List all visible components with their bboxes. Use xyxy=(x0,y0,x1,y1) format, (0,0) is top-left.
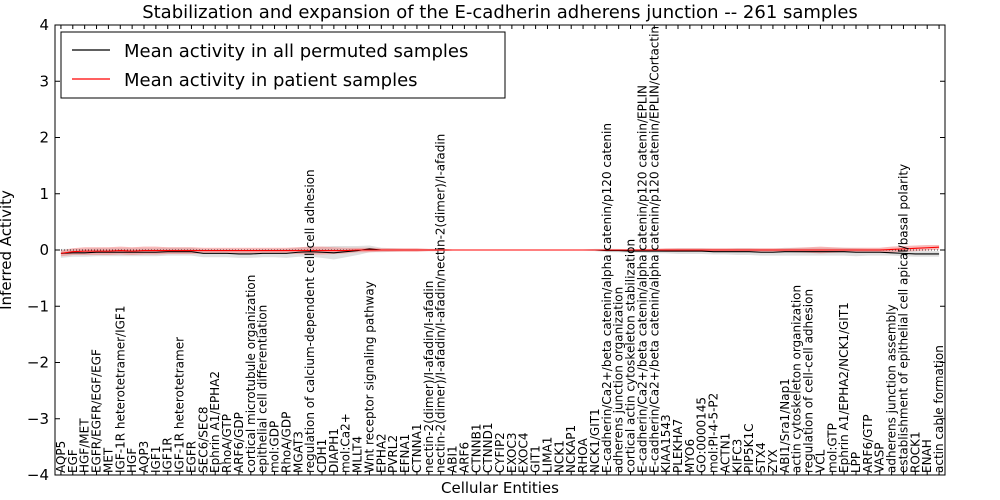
x-tick-label: cortical microtubule organization xyxy=(244,275,258,473)
x-tick-label: RhoA/GTP xyxy=(220,414,234,473)
x-tick-label: ARF6/GDP xyxy=(232,412,246,473)
x-tick-label: regulation of cell-cell adhesion xyxy=(802,289,816,473)
x-tick-label: nectin-2(dimer)/I-afadin/I-afadin/nectin… xyxy=(434,134,448,473)
x-tick-label: NCK1 xyxy=(552,440,566,473)
x-tick-label: epithelial cell differentiation xyxy=(256,305,270,473)
y-tick-label: 3 xyxy=(39,72,49,90)
series-lines xyxy=(60,246,940,255)
x-tick-label: EPHA2 xyxy=(374,433,388,473)
x-tick-label: actin cable formation xyxy=(932,345,946,473)
y-tick-label: 2 xyxy=(39,129,49,147)
x-tick-label: ABI1 xyxy=(446,445,460,473)
x-tick-label: nectin-2(dimer)/I-afadin/I-afadin xyxy=(422,281,436,473)
x-tick-label: EGF xyxy=(66,449,80,473)
y-tick-label: 4 xyxy=(39,16,49,34)
y-tick-label: 0 xyxy=(39,241,49,259)
x-tick-label: NCK1/GIT1 xyxy=(588,408,602,473)
y-tick-label: −2 xyxy=(27,354,49,372)
x-tick-label: mol:GDP xyxy=(268,421,282,473)
x-tick-label: EFNA1 xyxy=(398,434,412,473)
x-tick-label: PVRL2 xyxy=(386,435,400,473)
x-tick-label: VASP xyxy=(873,442,887,473)
legend-label-permuted: Mean activity in all permuted samples xyxy=(124,41,468,62)
x-tick-label: MLLT4 xyxy=(351,436,365,473)
x-tick-label: ARF6/GTP xyxy=(861,414,875,473)
x-tick-label: ACTN1 xyxy=(718,433,732,473)
y-tick-label: −3 xyxy=(27,410,49,428)
x-tick-label: CTNNB1 xyxy=(469,423,483,473)
x-tick-label: ABI1/Sra1/Nap1 xyxy=(778,378,792,473)
x-tick-label: SEC6/SEC8 xyxy=(196,407,210,473)
y-tick-label: −1 xyxy=(27,297,49,315)
x-tick-label: regulation of calcium-dependent cell-cel… xyxy=(303,169,317,473)
x-tick-label: AQP5 xyxy=(54,441,68,473)
x-tick-label: RhoA/GDP xyxy=(279,412,293,473)
x-tick-label: EGFR xyxy=(184,441,198,473)
x-tick-label: CTNND1 xyxy=(481,422,495,473)
x-axis: AQP5EGFHGF/METEGFR/EGFR/EGF/EGFMETIGF-1R… xyxy=(54,25,946,475)
legend-label-patient: Mean activity in patient samples xyxy=(124,70,418,91)
x-tick-label: ZYX xyxy=(766,449,780,473)
legend-box xyxy=(60,31,506,99)
x-tick-label: STX4 xyxy=(754,442,768,473)
y-tick-label: 1 xyxy=(39,185,49,203)
x-tick-label: cortical actin cytoskeleton stabilizatio… xyxy=(624,239,638,473)
chart-title: Stabilization and expansion of the E-cad… xyxy=(142,2,858,23)
legend: Mean activity in all permuted samples Me… xyxy=(60,31,506,99)
x-axis-label: Cellular Entities xyxy=(441,479,559,497)
x-tick-label: GIT1 xyxy=(529,445,543,473)
y-axis-label: Inferred Activity xyxy=(0,190,15,310)
x-tick-label: mol:PI-4-5-P2 xyxy=(707,393,721,473)
x-tick-label: CYFIP2 xyxy=(493,432,507,473)
x-tick-label: KIFC3 xyxy=(730,439,744,473)
x-tick-label: MGAT3 xyxy=(291,431,305,473)
x-tick-label: E-cadherin/Ca2+/beta catenin/alpha caten… xyxy=(600,123,614,473)
x-tick-label: adherens junction organization xyxy=(612,287,626,473)
x-tick-label: PIP5K1C xyxy=(742,423,756,473)
x-tick-label: VCL xyxy=(813,449,827,473)
x-tick-label: mol:Ca2+ xyxy=(339,413,353,473)
x-tick-label: LPP xyxy=(849,452,863,473)
x-tick-label: ROCK1 xyxy=(908,431,922,473)
x-tick-label: GO:0000145 xyxy=(695,397,709,473)
series-line-patient xyxy=(60,246,940,254)
x-tick-label: EXOC4 xyxy=(517,433,531,474)
x-tick-label: RHOA xyxy=(576,437,590,473)
x-tick-label: E-cadherin/Ca2+/beta catenin/alpha caten… xyxy=(635,85,649,473)
x-tick-label: actin cytoskeleton organization xyxy=(790,285,804,473)
x-tick-label: IGF-1R heterotetramer/IGF1 xyxy=(113,306,127,473)
x-tick-label: adherens junction assembly xyxy=(885,304,899,473)
x-tick-label: establishment of epithelial cell apical/… xyxy=(896,164,910,473)
x-tick-label: EGFR/EGFR/EGF/EGF xyxy=(90,349,104,473)
x-tick-label: CTNNA1 xyxy=(410,423,424,473)
x-tick-label: E-cadherin/Ca2+/beta catenin/alpha caten… xyxy=(647,26,661,473)
x-tick-label: Ephrin A1/EPHA2 xyxy=(208,371,222,473)
x-tick-label: IGF1R xyxy=(161,437,175,473)
x-tick-label: DIAPH1 xyxy=(327,428,341,473)
y-axis: −4 −3 −2 −1 0 1 2 3 4 xyxy=(27,16,945,484)
x-tick-label: ENAH xyxy=(920,439,934,473)
x-tick-label: CDH1 xyxy=(315,439,329,473)
x-tick-label: HGF xyxy=(125,448,139,473)
x-tick-label: KIAA1543 xyxy=(659,414,673,473)
x-tick-label: IGF-1R heterotetramer xyxy=(173,337,187,473)
x-tick-label: NCKAP1 xyxy=(564,425,578,473)
x-tick-label: LIMA1 xyxy=(540,437,554,473)
y-tick-label: −4 xyxy=(27,466,49,484)
x-tick-label: IGF1 xyxy=(149,446,163,473)
x-tick-label: AQP3 xyxy=(137,441,151,473)
x-tick-label: PLEKHA7 xyxy=(671,419,685,473)
x-tick-label: mol:GTP xyxy=(825,423,839,473)
x-tick-label: Wnt receptor signaling pathway xyxy=(362,281,376,473)
x-tick-label: Ephrin A1/EPHA2/NCK1/GIT1 xyxy=(837,302,851,473)
x-tick-label: MYO6 xyxy=(683,439,697,473)
x-tick-label: HGF/MET xyxy=(78,418,92,473)
x-tick-label: EXOC3 xyxy=(505,433,519,474)
x-tick-label: ARF6 xyxy=(457,442,471,473)
x-tick-label: MET xyxy=(101,447,115,473)
